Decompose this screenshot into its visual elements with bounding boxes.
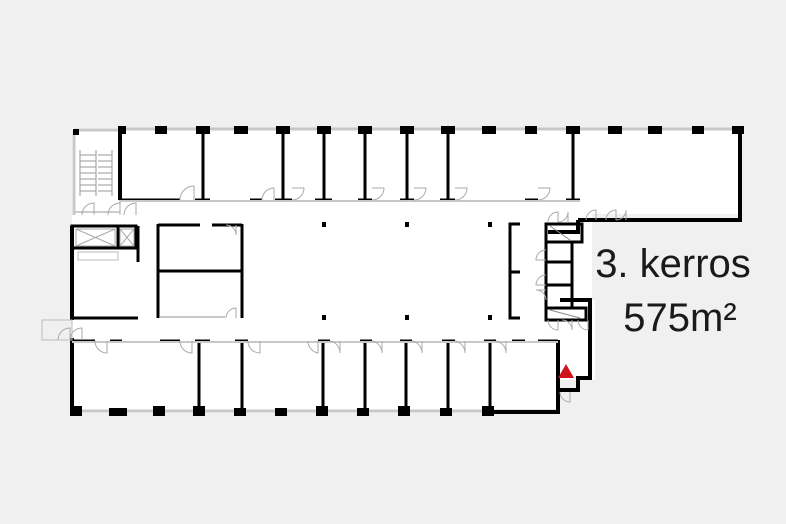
- side-balcony: [41, 319, 73, 341]
- entrance-marker-icon: [558, 364, 574, 378]
- elevator-core: [70, 224, 140, 320]
- outer-walls: [70, 128, 742, 414]
- floor-label: 3. kerros: [595, 242, 751, 286]
- columns: [322, 222, 492, 320]
- staircase: [73, 129, 121, 213]
- area-label: 575m²: [623, 296, 737, 340]
- door-swings: [57, 185, 627, 403]
- central-rooms: [156, 223, 244, 318]
